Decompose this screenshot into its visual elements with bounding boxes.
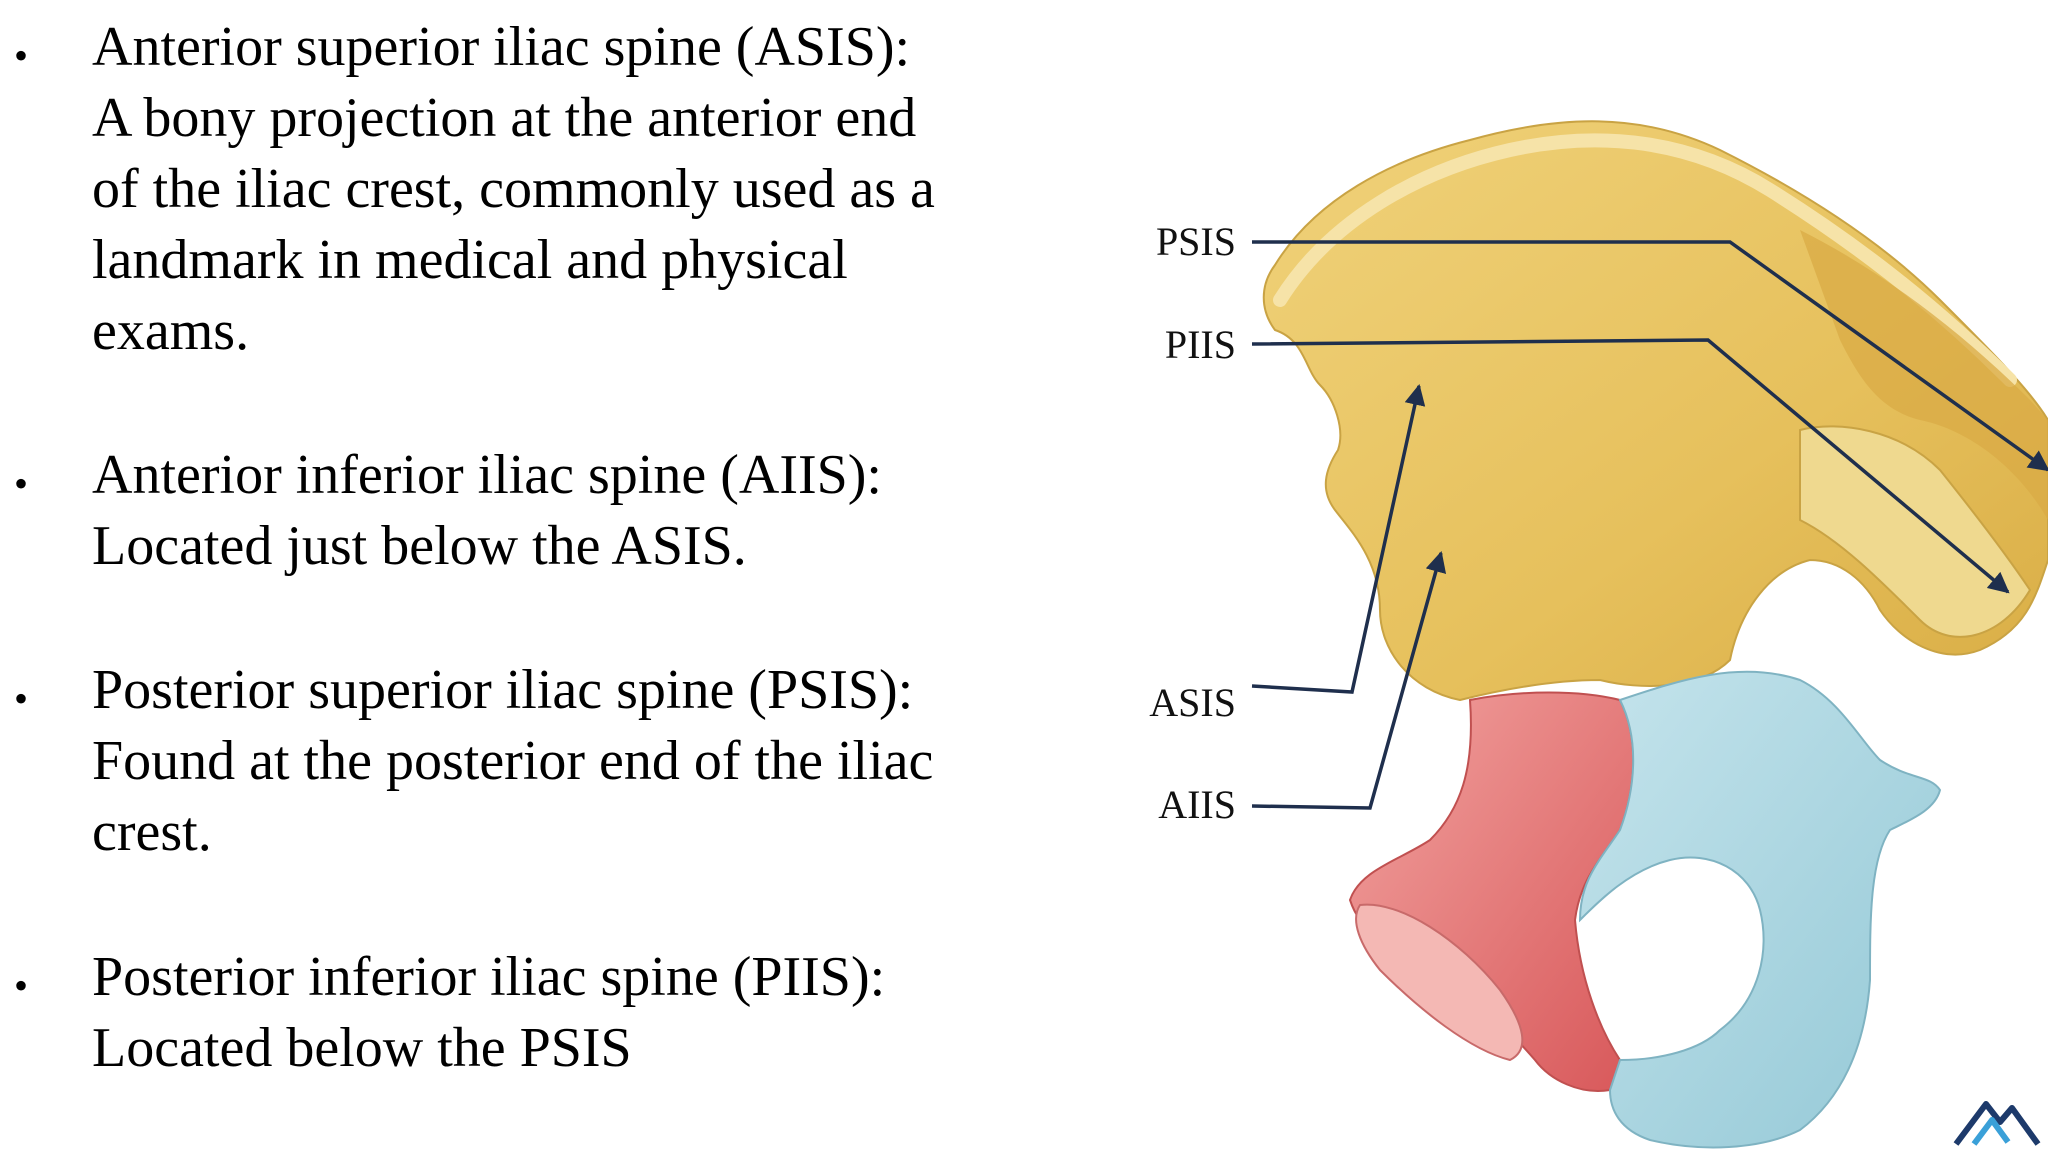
bullet-marker: • (14, 676, 29, 721)
pubis-shape (1578, 670, 1942, 1149)
ischial-tuberosity (1355, 903, 1524, 1062)
hip-bone-diagram: PSIS PIIS ASIS AIIS (1080, 0, 2048, 1152)
bullet-marker: • (14, 33, 29, 78)
piis-label: PIIS (1165, 322, 1236, 367)
bullet-marker: • (14, 461, 29, 506)
asis-label: ASIS (1149, 680, 1236, 725)
aiis-label: AIIS (1158, 782, 1236, 827)
brand-logo-icon (1952, 1090, 2042, 1148)
asis-callout-line (1251, 383, 1426, 694)
piis-callout-line (1251, 338, 2010, 594)
bullet-text-aiis: Anterior inferior iliac spine (AIIS): Lo… (92, 444, 882, 577)
bullet-marker: • (14, 963, 29, 1008)
bullet-text-asis: Anterior superior iliac spine (ASIS): A … (92, 16, 935, 362)
bullet-list: • Anterior superior iliac spine (ASIS): … (0, 0, 1020, 1152)
psis-callout-line (1252, 240, 2048, 472)
hip-bone-illustration: PSIS PIIS ASIS AIIS (1149, 120, 2048, 1149)
bullet-text-piis: Posterior inferior iliac spine (PIIS): L… (92, 946, 886, 1079)
psis-label: PSIS (1156, 219, 1236, 264)
aiis-callout-line (1251, 550, 1447, 810)
piis-notch (1799, 425, 2032, 638)
iliac-crest-rim (1273, 133, 2017, 387)
posterior-iliac-area (1800, 230, 2048, 520)
bullet-text-psis: Posterior superior iliac spine (PSIS): F… (92, 659, 934, 863)
